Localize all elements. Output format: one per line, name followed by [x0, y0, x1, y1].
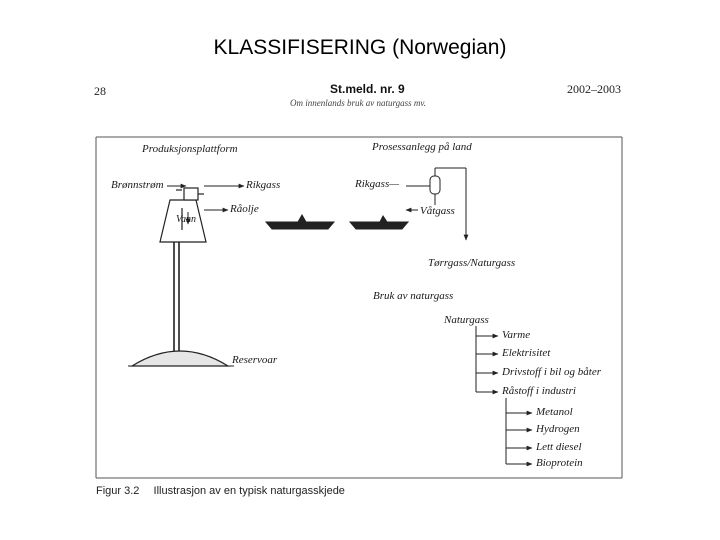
processing-plant-label: Prosessanlegg på land [372, 141, 472, 153]
dry-gas-label: Tørrgass/Naturgass [428, 257, 516, 269]
rich-gas-in-label: Rikgass— [355, 178, 399, 190]
use-electricity: Elektrisitet [502, 347, 551, 359]
natural-gas-source-label: Naturgass [444, 314, 489, 326]
use-fuel-vehicles: Drivstoff i bil og båter [502, 366, 601, 378]
document-title: St.meld. nr. 9 [330, 82, 405, 96]
figure-caption-text: Illustrasjon av en typisk naturgasskjede [153, 485, 345, 497]
diagram-frame [95, 136, 623, 479]
wet-gas-label: Våtgass [420, 205, 455, 217]
page-number: 28 [94, 84, 106, 98]
slide-title: KLASSIFISERING (Norwegian) [213, 36, 507, 59]
use-industry-feedstock: Råstoff i industri [502, 385, 576, 397]
figure-caption: Figur 3.2 Illustrasjon av en typisk natu… [96, 485, 345, 497]
product-methanol: Metanol [536, 406, 573, 418]
tanker-ship-left [264, 213, 336, 230]
rich-gas-label: Rikgass [246, 179, 281, 191]
product-hydrogen: Hydrogen [536, 423, 580, 435]
figure-number: Figur 3.2 [96, 485, 140, 497]
usage-title: Bruk av naturgass [373, 290, 454, 302]
product-light-diesel: Lett diesel [536, 441, 582, 453]
platform-arrows [167, 183, 245, 225]
tanker-ship-right [348, 215, 410, 230]
document-subtitle: Om innenlands bruk av naturgass mv. [290, 98, 426, 108]
use-heat: Varme [502, 329, 531, 341]
crude-oil-label: Råolje [230, 203, 259, 215]
water-label: Vann [176, 214, 196, 225]
production-platform-graphic [159, 187, 207, 358]
document-years: 2002–2003 [567, 82, 621, 96]
platform-label: Produksjonsplattform [142, 143, 238, 155]
reservoir-graphic [128, 350, 234, 367]
well-stream-label: Brønnstrøm [111, 179, 164, 191]
reservoir-label: Reservoar [232, 354, 278, 366]
product-bioprotein: Bioprotein [536, 457, 583, 469]
usage-tree-arrows [475, 326, 533, 467]
processing-plant-graphic [405, 167, 469, 241]
